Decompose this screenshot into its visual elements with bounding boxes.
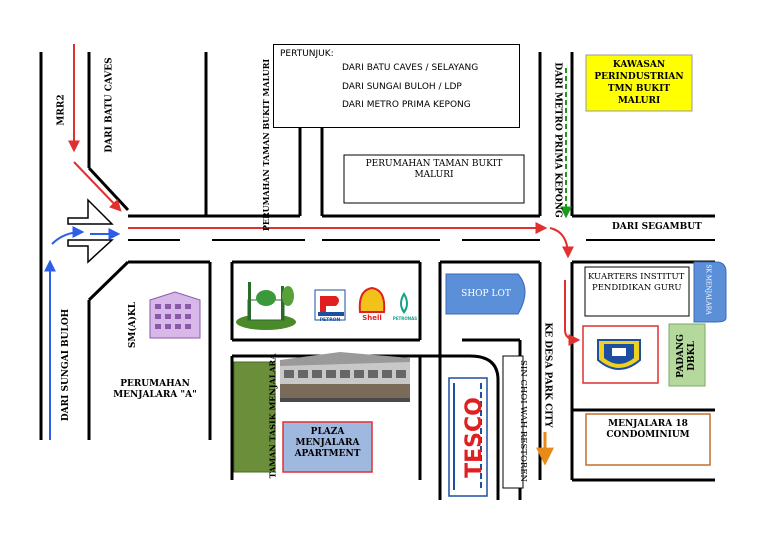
red-route-segment-curve <box>549 227 574 259</box>
plaza-box <box>282 421 373 473</box>
legend-box: PERTUNJUK: DARI BATU CAVES / SELAYANG DA… <box>273 44 520 128</box>
junction-arrow-north <box>67 198 114 225</box>
legend-title: PERTUNJUK: <box>280 49 334 59</box>
tesco-label: TESCO <box>461 397 487 478</box>
perumahan-tbm-box <box>343 154 525 204</box>
red-route-segment-diagonal <box>73 161 122 212</box>
legend-item-blue: DARI SUNGAI BULOH / LDP <box>342 82 462 92</box>
routes <box>44 44 581 466</box>
shell-logo-icon <box>358 286 386 313</box>
dari-sungai-buloh-label: DARI SUNGAI BULOH <box>61 308 72 422</box>
dari-metro-prima-kepong-label: DARI METRO PRIMA KEPONG <box>552 62 563 218</box>
mrr2-label: MRR2 <box>56 94 67 126</box>
kawasan-label: KAWASAN PERINDUSTRIAN TMN BUKIT MALURI <box>594 60 684 106</box>
ramp-bottom-edge <box>87 260 130 302</box>
kawasan-box <box>585 54 693 112</box>
shop-lot-label: SHOP LOT <box>461 289 511 299</box>
shop-lot-box <box>445 273 526 315</box>
plaza-label: PLAZA MENJALARA APARTMENT <box>294 427 361 459</box>
sk-menjalara-label: SK MENJALARA <box>704 264 712 315</box>
menjalara18-label: MENJALARA 18 CONDOMINIUM <box>606 419 690 440</box>
mosque-icon <box>236 282 296 330</box>
petronas-logo-icon <box>400 292 408 314</box>
dari-segambut-label: DARI SEGAMBUT <box>612 222 702 232</box>
junction-arrow-signs <box>67 198 114 264</box>
legend-item-red: DARI BATU CAVES / SELAYANG <box>342 63 479 73</box>
perumahan-tbm-vertical-label: PERUMAHAN TAMAN BUKIT MALURI <box>261 58 272 232</box>
taman-tasik-label: TAMAN TASIK MENJALARA <box>267 353 278 479</box>
petron-label: PETRON <box>319 318 341 323</box>
tesco-stripes <box>453 383 482 490</box>
padang-dbkl-box <box>668 323 706 387</box>
school-crest-icon <box>597 339 641 370</box>
sin-choi-wah-label: SIN CHOI WAH RESTOREN <box>517 360 528 482</box>
kuarters-label: KUARTERS INSTITUT PENDIDIKAN GURU <box>588 272 685 293</box>
tesco-road-curve <box>469 354 500 500</box>
plaza-building-image <box>280 352 410 402</box>
menjalara18-box <box>585 413 711 466</box>
perumahan-menjalara-label: PERUMAHAN MENJALARA "A" <box>113 379 197 400</box>
legend-item-green: DARI METRO PRIMA KEPONG <box>342 100 471 110</box>
ramp-top-edge <box>87 166 130 212</box>
dari-batu-caves-label: DARI BATU CAVES <box>104 57 115 153</box>
red-route-segment-to-school <box>564 280 581 346</box>
taman-tasik-box <box>233 361 276 473</box>
smk-label: SM(A)KL <box>128 301 139 349</box>
padang-dbkl-label: PADANG DBKL <box>676 334 697 378</box>
blue-route-segment-turn <box>51 226 85 245</box>
petronas-label: PETRONAS <box>392 316 418 321</box>
sin-choi-wah-box <box>502 355 524 489</box>
kuarters-box <box>584 266 690 317</box>
ke-desa-park-city-label: KE DESA PARK CITY <box>542 322 553 428</box>
shell-label: Shell <box>362 314 382 322</box>
road-network <box>39 52 715 500</box>
sk-menjalara-sign <box>693 261 727 323</box>
petron-logo-icon <box>314 289 346 321</box>
perumahan-tbm-box-label: PERUMAHAN TAMAN BUKIT MALURI <box>365 159 503 180</box>
junction-arrow-south <box>67 239 114 264</box>
smk-building-icon <box>149 291 201 339</box>
